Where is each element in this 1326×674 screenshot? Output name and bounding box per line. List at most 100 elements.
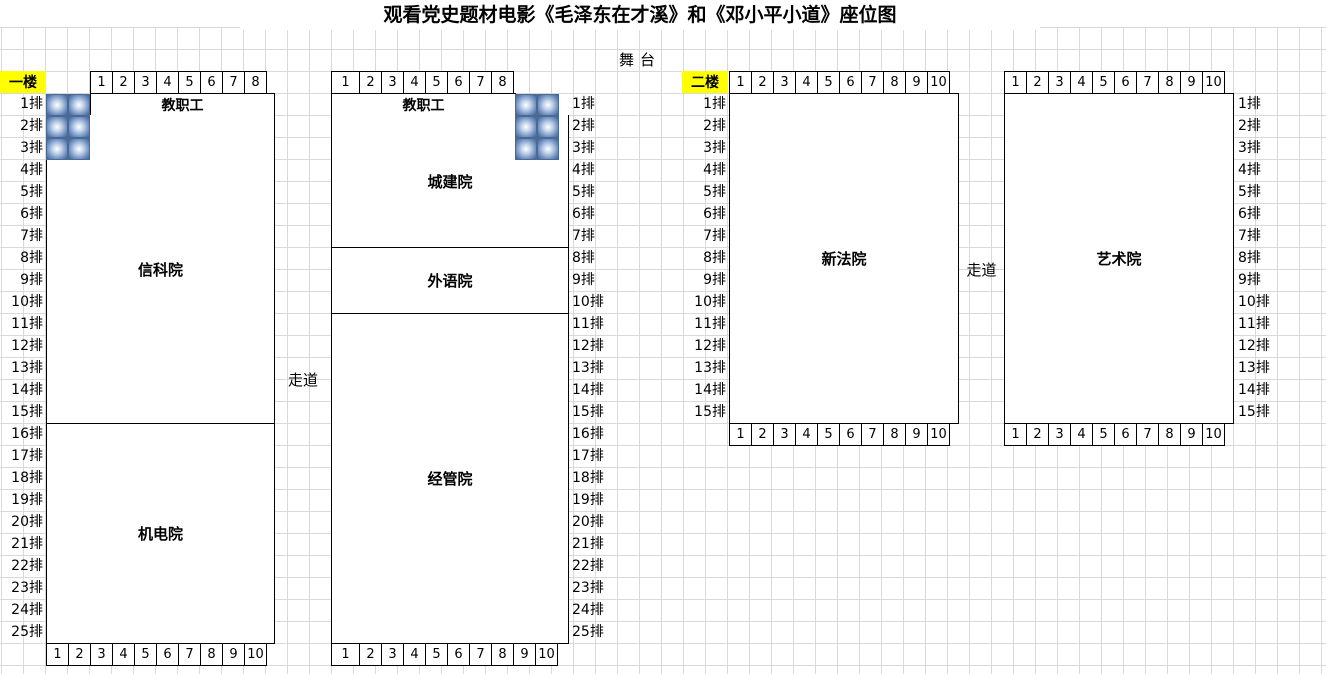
seat-number: 9 [1180, 71, 1203, 94]
seat-number: 8 [883, 71, 906, 94]
row-label: 13排 [572, 360, 604, 376]
row-label: 14排 [572, 382, 604, 398]
row-label: 25排 [572, 624, 604, 640]
seat-number: 2 [359, 643, 382, 666]
row-label: 10排 [694, 294, 726, 310]
row-label: 15排 [1238, 404, 1270, 420]
row-label: 4排 [572, 162, 595, 178]
seat-number: 9 [905, 423, 928, 446]
row-label: 1排 [20, 96, 43, 112]
seat-number: 2 [68, 643, 91, 666]
seat-number: 8 [491, 71, 514, 94]
seat-number: 7 [861, 423, 884, 446]
row-label: 18排 [11, 470, 43, 486]
row-label: 2排 [20, 118, 43, 134]
seat-number: 5 [178, 71, 201, 94]
seat-number: 1 [1004, 71, 1027, 94]
reserved-seat [46, 94, 68, 116]
seat-number: 9 [905, 71, 928, 94]
seat-number: 2 [359, 71, 382, 94]
row-label: 2排 [703, 118, 726, 134]
row-label: 19排 [11, 492, 43, 508]
seat-number: 10 [535, 643, 558, 666]
row-label: 17排 [11, 448, 43, 464]
row-label: 14排 [11, 382, 43, 398]
seat-number: 8 [883, 423, 906, 446]
floor1-label: 一楼 [0, 71, 46, 93]
seat-number: 10 [927, 423, 950, 446]
seat-number: 4 [403, 71, 426, 94]
row-label: 2排 [1238, 118, 1261, 134]
row-label: 13排 [11, 360, 43, 376]
row-label: 21排 [11, 536, 43, 552]
row-label: 7排 [1238, 228, 1261, 244]
floor1-right-teachers-block: 教职工 [331, 93, 516, 116]
seat-number: 2 [1026, 423, 1049, 446]
row-label: 25排 [11, 624, 43, 640]
floor2-label: 二楼 [682, 71, 728, 93]
row-label: 16排 [572, 426, 604, 442]
row-label: 5排 [703, 184, 726, 200]
seat-number: 6 [1114, 71, 1137, 94]
seat-number: 7 [1136, 71, 1159, 94]
page-title: 观看党史题材电影《毛泽东在才溪》和《邓小平小道》座位图 [240, 0, 1040, 30]
seat-number: 1 [729, 423, 752, 446]
seat-number: 5 [817, 423, 840, 446]
seat-number: 5 [134, 643, 157, 666]
floor1-right-block-waiyu: 外语院 [331, 247, 569, 314]
seat-number: 10 [1202, 71, 1225, 94]
row-label: 7排 [703, 228, 726, 244]
seat-number: 6 [447, 643, 470, 666]
row-label: 24排 [11, 602, 43, 618]
seat-number: 1 [90, 71, 113, 94]
floor1-left-block-jidian: 机电院 [46, 423, 275, 644]
seat-number: 1 [46, 643, 69, 666]
row-label: 3排 [572, 140, 595, 156]
reserved-seat [537, 94, 559, 116]
row-label: 11排 [694, 316, 726, 332]
row-label: 23排 [572, 580, 604, 596]
seat-number: 7 [861, 71, 884, 94]
row-label: 11排 [1238, 316, 1270, 332]
row-label: 12排 [11, 338, 43, 354]
seat-number: 4 [403, 643, 426, 666]
seat-number: 10 [927, 71, 950, 94]
seat-number: 3 [381, 643, 404, 666]
seat-number: 3 [134, 71, 157, 94]
row-label: 12排 [572, 338, 604, 354]
seat-number: 3 [773, 423, 796, 446]
seat-number: 3 [1048, 71, 1071, 94]
row-label: 15排 [11, 404, 43, 420]
row-label: 1排 [703, 96, 726, 112]
seat-number: 9 [1180, 423, 1203, 446]
seat-number: 8 [200, 643, 223, 666]
reserved-seat [515, 116, 537, 138]
row-label: 2排 [572, 118, 595, 134]
reserved-seat [68, 116, 90, 138]
seat-number: 5 [1092, 423, 1115, 446]
reserved-seat [46, 116, 68, 138]
seat-number: 5 [817, 71, 840, 94]
seat-number: 6 [156, 643, 179, 666]
floor2-left-block-xinfa: 新法院 [729, 93, 959, 424]
seat-number: 3 [90, 643, 113, 666]
seat-number: 7 [178, 643, 201, 666]
row-label: 11排 [11, 316, 43, 332]
seat-number: 7 [222, 71, 245, 94]
row-label: 8排 [572, 250, 595, 266]
row-label: 10排 [1238, 294, 1270, 310]
floor2-right-block-yishu: 艺术院 [1004, 93, 1234, 424]
reserved-seat [515, 138, 537, 160]
row-label: 21排 [572, 536, 604, 552]
row-label: 4排 [1238, 162, 1261, 178]
row-label: 9排 [1238, 272, 1261, 288]
row-label: 17排 [572, 448, 604, 464]
reserved-seat [537, 138, 559, 160]
row-label: 10排 [11, 294, 43, 310]
row-label: 8排 [20, 250, 43, 266]
seat-number: 4 [156, 71, 179, 94]
row-label: 1排 [1238, 96, 1261, 112]
row-label: 4排 [703, 162, 726, 178]
reserved-seat [68, 138, 90, 160]
row-label: 4排 [20, 162, 43, 178]
